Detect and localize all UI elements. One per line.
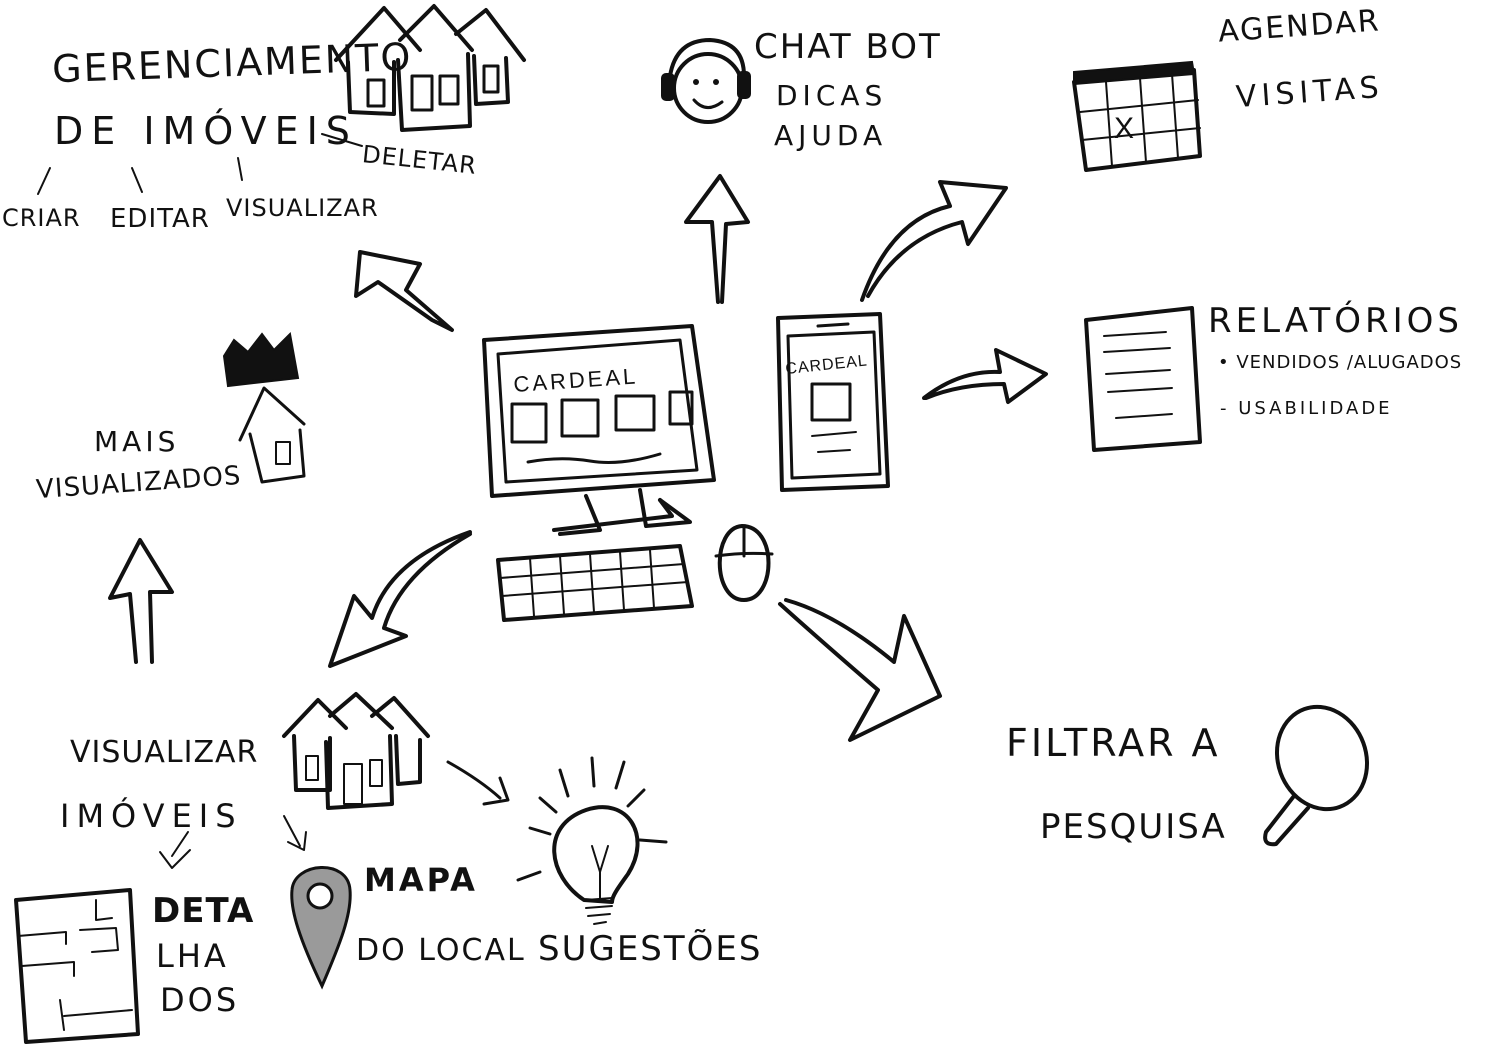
map-pin-icon xyxy=(290,866,352,990)
arrow-to-chatbot xyxy=(684,174,750,304)
houses-visualizar-icon xyxy=(282,692,430,810)
relatorios-item-usabilidade: - Usabilidade xyxy=(1220,398,1393,419)
chatbot-line3: Ajuda xyxy=(774,119,888,152)
gerenciamento-title-line2: de imóveis xyxy=(54,109,358,153)
relatorios-title: Relatórios xyxy=(1208,301,1463,341)
arrow-to-mais-visualizados xyxy=(108,538,174,664)
detalhados-line3: dos xyxy=(160,981,240,1019)
magnifying-glass-icon xyxy=(1263,704,1370,847)
mobile-phone-icon xyxy=(776,312,890,492)
light-bulb-icon xyxy=(516,756,668,925)
chatbot-line1: Chat Bot xyxy=(754,27,942,67)
filtrar-line1: Filtrar a xyxy=(1006,721,1221,765)
arrow-to-relatorios xyxy=(922,348,1048,404)
floor-plan-icon xyxy=(14,888,140,1044)
arrow-to-detalhados xyxy=(159,831,191,869)
detalhados-line2: lha xyxy=(156,937,229,975)
arrow-to-gerenciamento xyxy=(354,250,454,332)
chatbot-line2: Dicas xyxy=(776,79,888,112)
gerenciamento-branch-lines xyxy=(37,133,363,195)
desktop-screen-title: CARDEAL xyxy=(513,363,639,397)
chatbot-face-icon xyxy=(661,38,751,124)
visualizar-imoveis-line2: imóveis xyxy=(60,797,243,835)
relatorios-item-vendidos: • Vendidos /Alugados xyxy=(1218,352,1463,373)
action-editar: Editar xyxy=(110,204,210,234)
calendar-icon xyxy=(1072,60,1202,172)
sugestoes-label: Sugestões xyxy=(538,929,763,969)
mouse-icon xyxy=(714,524,774,602)
mapa-line2: do local xyxy=(356,933,526,968)
visualizar-imoveis-line1: Visualizar xyxy=(70,735,259,770)
report-document-icon xyxy=(1084,306,1202,452)
houses-icon xyxy=(334,4,526,132)
arrow-to-agendar xyxy=(860,180,1008,302)
crown-house-icon xyxy=(222,331,306,484)
detalhados-line1: Deta xyxy=(152,891,255,931)
arrow-to-mapa xyxy=(283,815,307,851)
keyboard-icon xyxy=(496,544,694,622)
mais-visualizados-line1: Mais xyxy=(94,425,180,458)
filtrar-line2: pesquisa xyxy=(1040,807,1227,847)
desktop-computer-icon xyxy=(482,324,716,536)
arrow-to-filtrar xyxy=(778,598,942,742)
calendar-mark: X xyxy=(1114,112,1134,145)
arrow-to-visualizar xyxy=(328,530,472,668)
phone-screen-title: CARDEAL xyxy=(785,352,869,378)
action-criar: Criar xyxy=(2,204,81,232)
action-visualizar: Visualizar xyxy=(226,194,379,222)
arrow-to-sugestoes xyxy=(446,760,510,806)
mapa-line1: Mapa xyxy=(364,861,478,899)
